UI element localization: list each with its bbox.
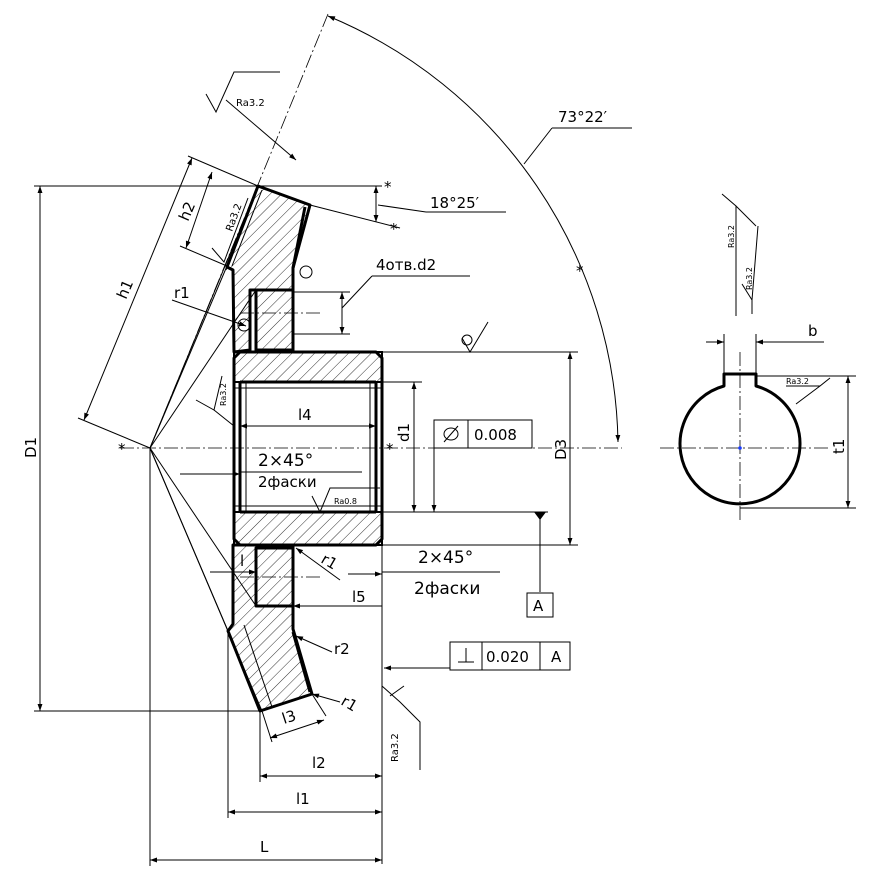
svg-text:*: * — [384, 178, 392, 196]
label-D1: D1 — [22, 437, 40, 458]
label-ra-top: Ra3.2 — [236, 98, 265, 109]
label-angle-outer: 73°22′ — [558, 108, 608, 126]
label-ra-section-2: Ra3.2 — [745, 267, 754, 290]
label-holes: 4отв.d2 — [376, 256, 436, 274]
svg-text:*: * — [576, 262, 584, 280]
label-ra-section-1: Ra3.2 — [727, 225, 736, 248]
label-perp-tol: 0.020 — [486, 648, 529, 666]
svg-text:*: * — [118, 440, 126, 458]
label-b: b — [808, 322, 818, 340]
label-l3: l3 — [280, 706, 299, 727]
label-chamfer-bottom-size: 2×45° — [418, 548, 473, 568]
label-chamfer-top-count: 2фаски — [258, 473, 317, 491]
bore-with-keyway — [678, 372, 802, 506]
hub-cross-section: b t1 Ra3.2 Ra3.2 Ra3.2 — [660, 193, 856, 522]
label-l5: l5 — [352, 588, 366, 606]
label-t1: t1 — [830, 439, 848, 454]
svg-text:*: * — [386, 440, 394, 458]
label-ra-right: Ra3.2 — [390, 733, 401, 762]
label-ra-section-key: Ra3.2 — [786, 377, 809, 386]
label-l: l — [240, 552, 244, 570]
label-r1-upper: r1 — [174, 284, 190, 302]
label-h1: h1 — [113, 277, 137, 302]
label-chamfer-top-size: 2×45° — [258, 451, 313, 471]
label-l4: l4 — [298, 406, 312, 424]
label-l2: l2 — [312, 754, 326, 772]
label-L: L — [260, 838, 269, 856]
hub-outline — [232, 350, 384, 547]
label-d1: d1 — [395, 423, 413, 442]
section-bore-bottom — [233, 511, 383, 546]
label-D3: D3 — [552, 439, 570, 460]
label-perp-datum: A — [551, 648, 562, 666]
label-r2: r2 — [334, 640, 350, 658]
label-datum-A: A — [533, 597, 544, 615]
label-l1: l1 — [296, 790, 310, 808]
label-r1-middle: r1 — [318, 550, 341, 573]
label-chamfer-bottom-count: 2фаски — [414, 579, 480, 599]
label-ra-bore: Ra0.8 — [334, 497, 357, 506]
svg-text:*: * — [390, 220, 398, 238]
label-ra-bore-left: Ra3.2 — [219, 383, 228, 406]
hole-upper — [254, 288, 295, 352]
gear-section — [225, 184, 384, 713]
dimensions: D1 D3 d1 l4 2×45° 2фаски l l5 2×45° 2фас… — [22, 15, 632, 866]
label-r1-lower: r1 — [338, 692, 361, 715]
bore-outline — [238, 380, 378, 514]
label-runout-tol: 0.008 — [474, 426, 517, 444]
label-angle-inner: 18°25′ — [430, 194, 480, 212]
section-bore-top — [233, 351, 383, 383]
